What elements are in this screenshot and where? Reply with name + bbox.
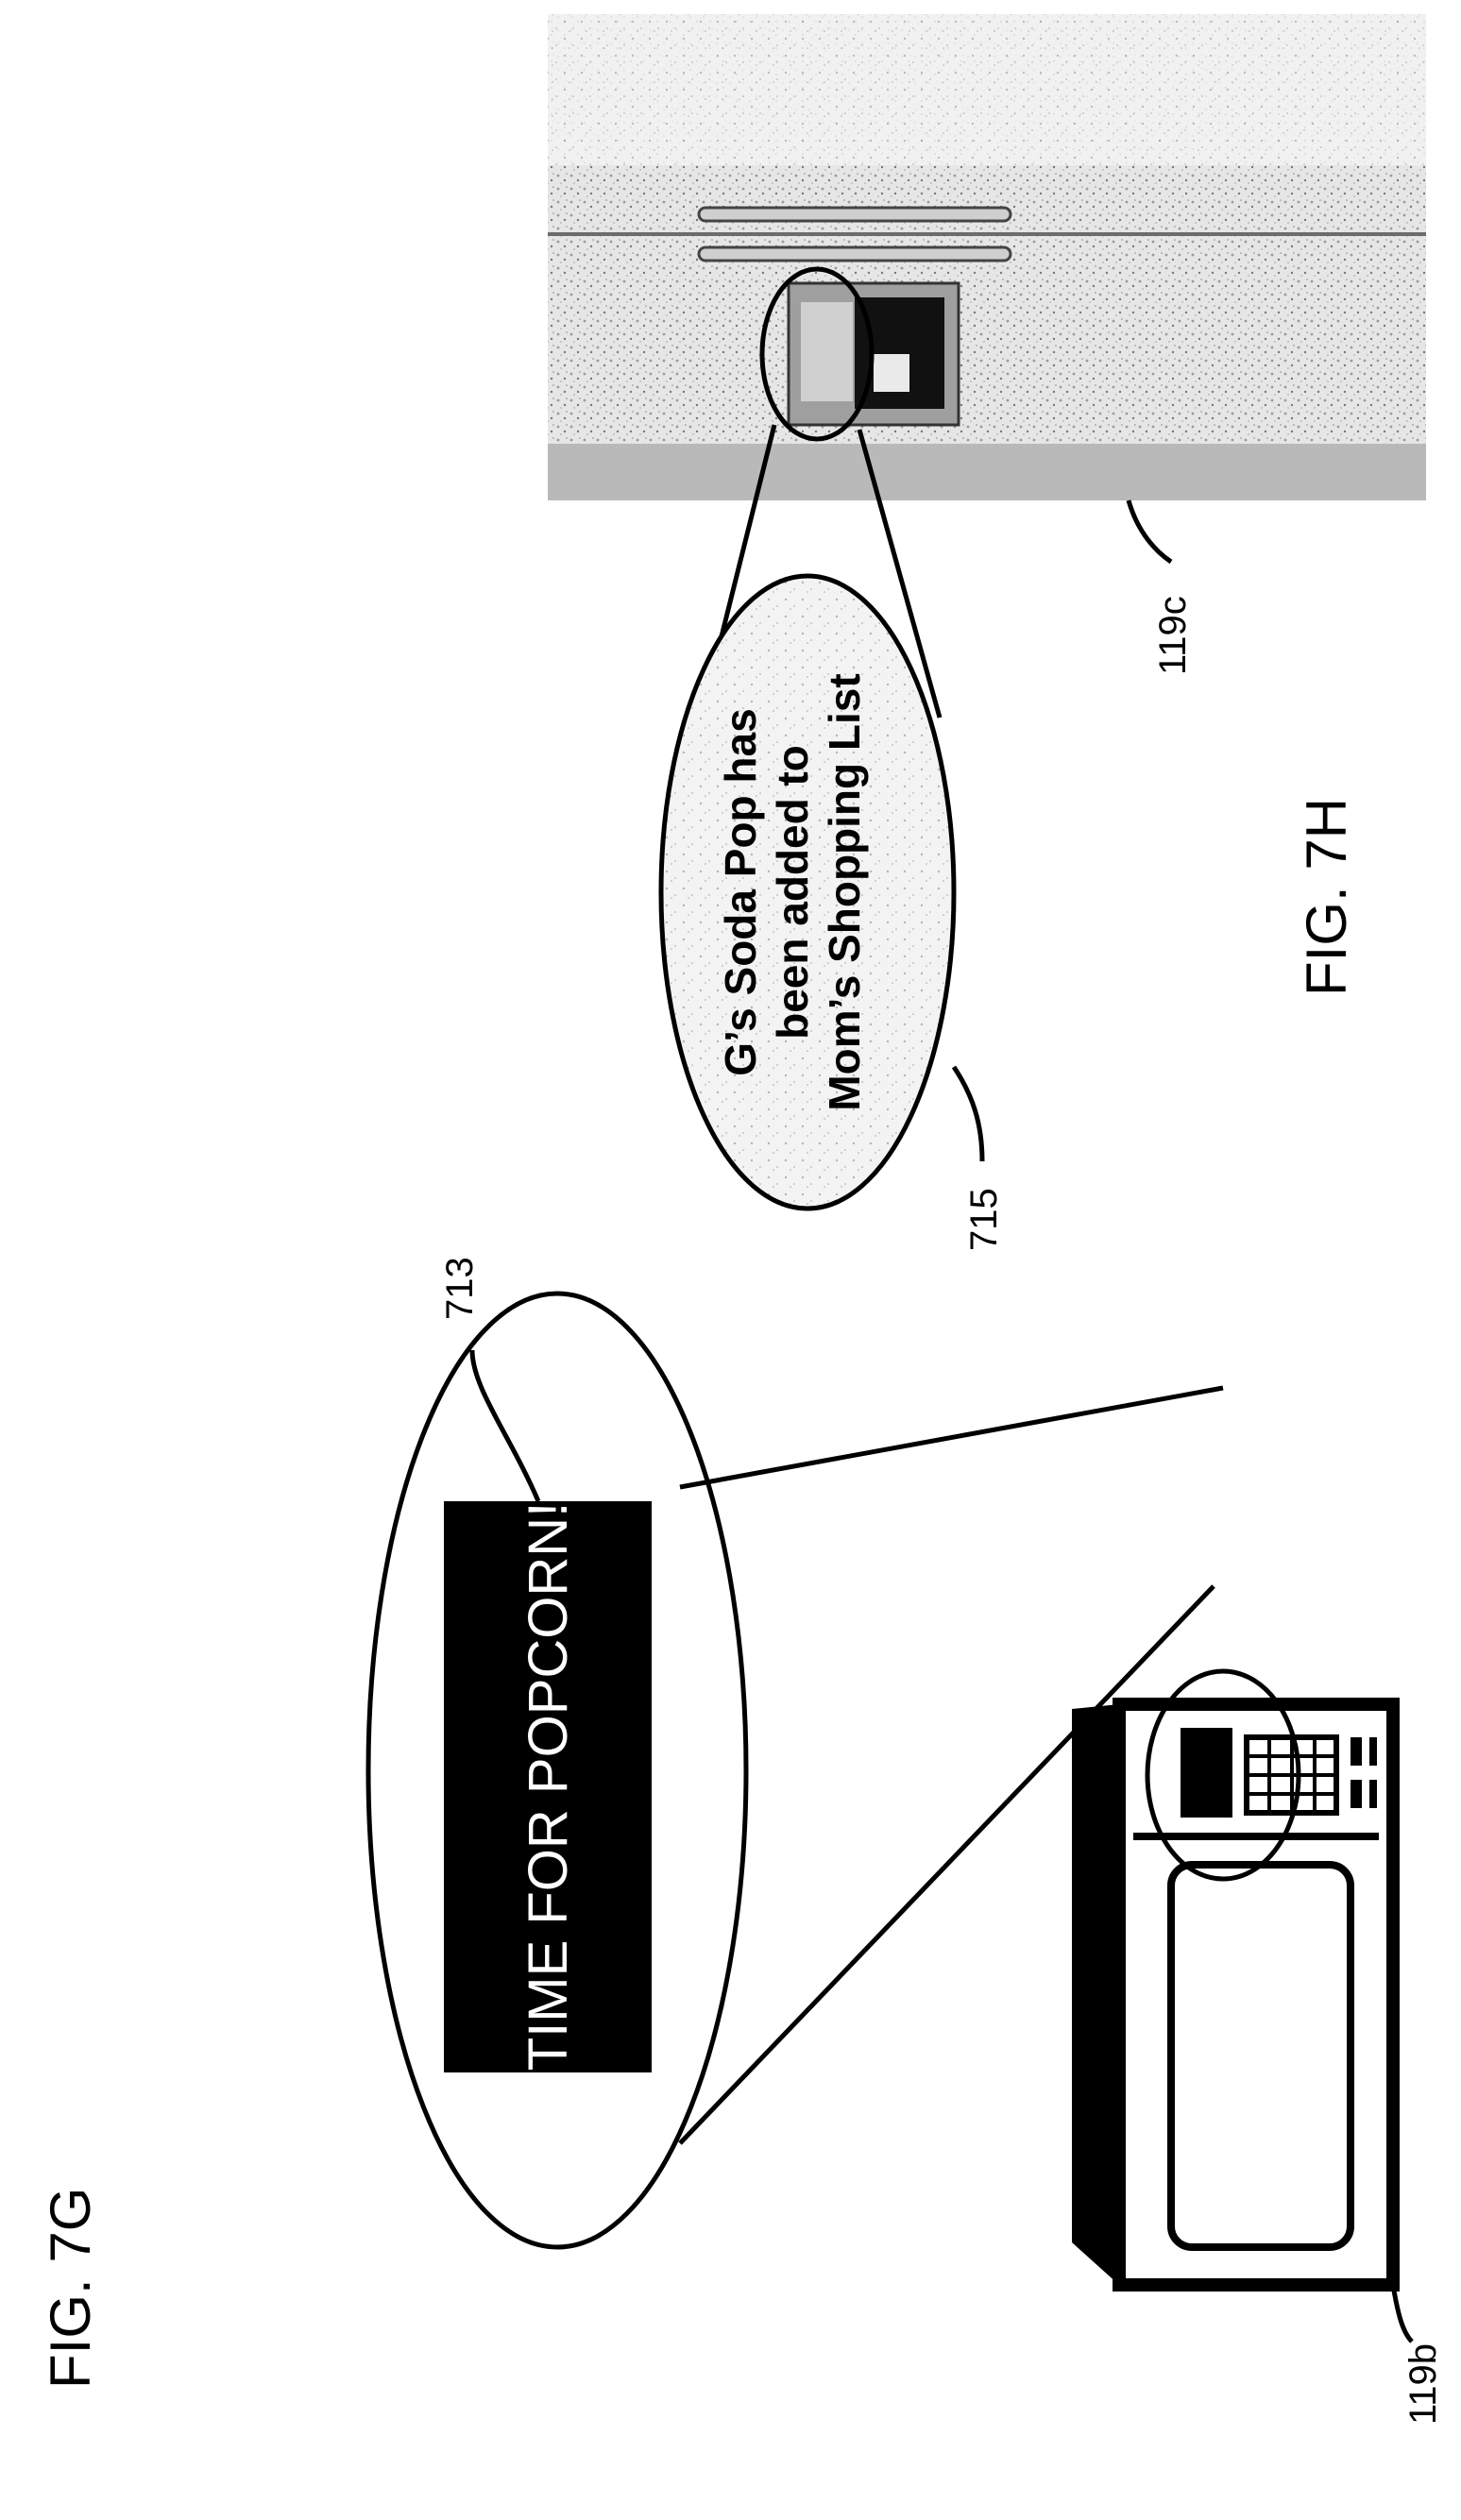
ref-119b-label: 119b [1402,2343,1444,2425]
bubble-line-1: G’s Soda Pop has [716,708,765,1075]
microwave-display-screen: TIME FOR POPCORN! [444,1501,652,2072]
bubble-line-3: Mom’s Shopping List [820,673,869,1110]
ref-119c-label: 119c [1152,596,1194,675]
fig-7g: FIG. 7G TIME FOR POPCORN! 713 [39,1257,1444,2425]
ref-119c-leader [1129,500,1171,562]
ref-119b-leader [1393,2285,1412,2342]
shopping-list-bubble: G’s Soda Pop has been added to Mom’s Sho… [661,576,954,1209]
microwave-keypad [1247,1737,1336,1813]
ref-715-leader [954,1067,982,1161]
display-message: TIME FOR POPCORN! [518,1502,579,2072]
fig-7g-projection-line-top [680,1388,1223,1487]
fig-7g-label: FIG. 7G [39,2188,102,2389]
refrigerator-icon [548,14,1426,500]
ref-715-label: 715 [963,1188,1005,1251]
bubble-line-2: been added to [768,745,817,1040]
fig-7h: FIG. 7H [548,14,1426,1251]
ref-713-label: 713 [439,1257,481,1320]
microwave-icon [1072,1671,1393,2285]
fig-7h-label: FIG. 7H [1295,798,1358,996]
ref-713-leader [472,1350,538,1501]
microwave-window [1171,1865,1351,2247]
